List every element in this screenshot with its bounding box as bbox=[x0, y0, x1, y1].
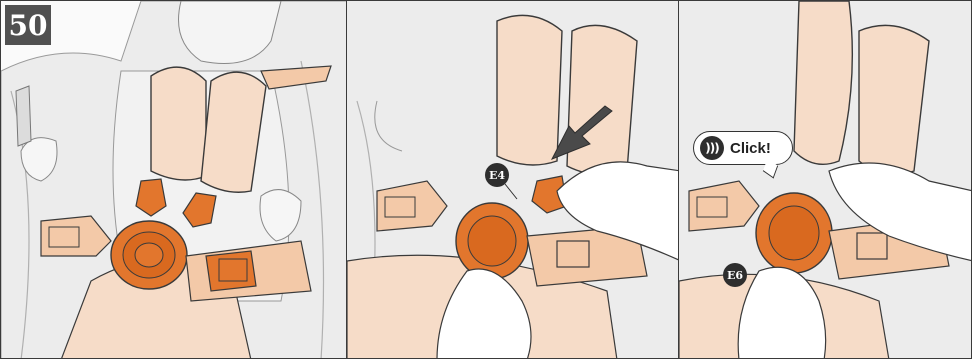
shoulder-pad-left bbox=[151, 67, 206, 180]
click-text: Click! bbox=[730, 140, 771, 157]
callout-e6: E6 bbox=[723, 263, 747, 287]
panel-2-illustration bbox=[347, 1, 680, 359]
buckle-button bbox=[111, 221, 187, 289]
step-number-badge: 50 bbox=[5, 5, 51, 45]
panel-step-2: E4 bbox=[346, 0, 680, 359]
sound-waves-icon: ))) bbox=[700, 136, 724, 160]
callout-e4: E4 bbox=[485, 163, 509, 187]
panel-3-illustration bbox=[679, 1, 972, 359]
click-sound-bubble: ))) Click! bbox=[693, 131, 793, 165]
panel-1-illustration bbox=[1, 1, 348, 359]
panel-step-3: ))) Click! E6 bbox=[678, 0, 972, 359]
panel-step-1: 50 bbox=[0, 0, 348, 359]
